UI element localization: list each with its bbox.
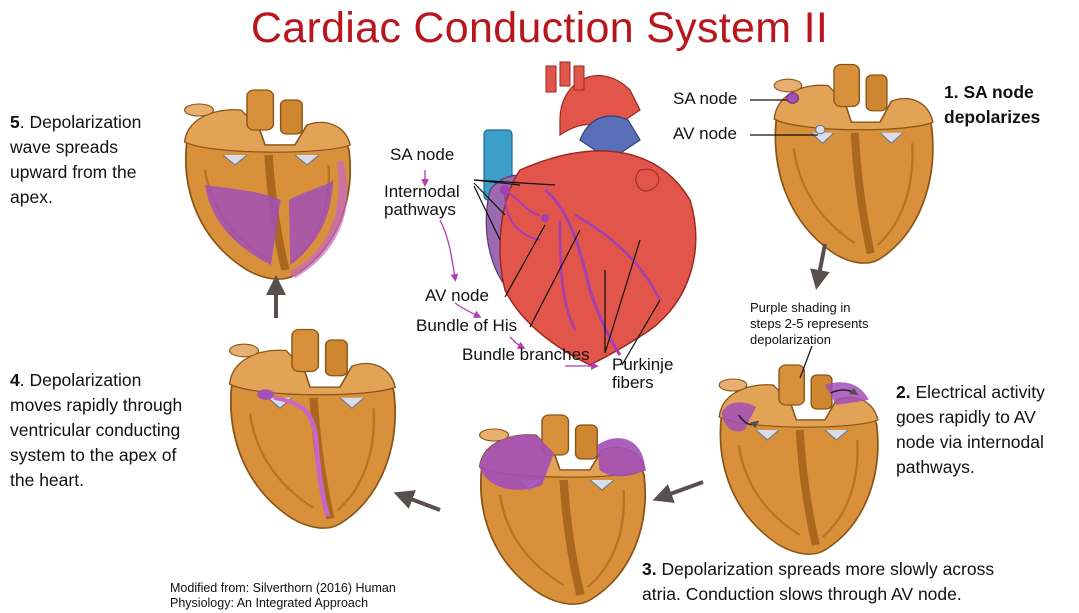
- center-label-bundle-branches: Bundle branches: [462, 345, 590, 364]
- step5-caption: 5. Depolarization wave spreads upward fr…: [10, 112, 142, 207]
- step1-caption: 1. SA node depolarizes: [944, 82, 1041, 127]
- step2-caption: 2. Electrical activity goes rapidly to A…: [896, 382, 1045, 477]
- center-label-sa-node: SA node: [390, 145, 455, 164]
- center-heart: [483, 61, 697, 366]
- step4-caption: 4. Depolarization moves rapidly through …: [10, 370, 183, 490]
- cycle-arrows: [266, 243, 830, 512]
- center-label-internodal-1: Internodal: [384, 182, 460, 201]
- center-flow-arrows: [421, 170, 599, 370]
- arrow-1-to-2: [810, 243, 830, 290]
- heart-step-5: [185, 90, 351, 279]
- center-pointer-lines: [473, 179, 661, 366]
- heart-step-3: [480, 415, 646, 604]
- arrow-2-to-3: [652, 480, 704, 503]
- step1-label-av-node: AV node: [673, 124, 737, 143]
- center-label-purkinje-2: fibers: [612, 373, 654, 392]
- center-label-av-node: AV node: [425, 286, 489, 305]
- depolarization-note: Purple shading in steps 2-5 represents d…: [750, 300, 869, 347]
- center-label-internodal-2: pathways: [384, 200, 456, 219]
- heart-step-2: [719, 365, 878, 554]
- note-pointer-line: [799, 345, 813, 379]
- center-label-bundle-his: Bundle of His: [416, 316, 518, 335]
- heart-step-4: [230, 330, 396, 529]
- heart-step-1: [774, 65, 933, 264]
- center-label-purkinje-1: Purkinje: [612, 355, 674, 374]
- step1-pointer-lines: [750, 99, 818, 136]
- source-credit: Modified from: Silverthorn (2016) Human …: [170, 581, 396, 610]
- step3-caption: 3. Depolarization spreads more slowly ac…: [642, 559, 995, 604]
- arrow-3-to-4: [393, 490, 441, 512]
- page-title: Cardiac Conduction System II: [250, 4, 829, 52]
- step1-label-sa-node: SA node: [673, 89, 738, 108]
